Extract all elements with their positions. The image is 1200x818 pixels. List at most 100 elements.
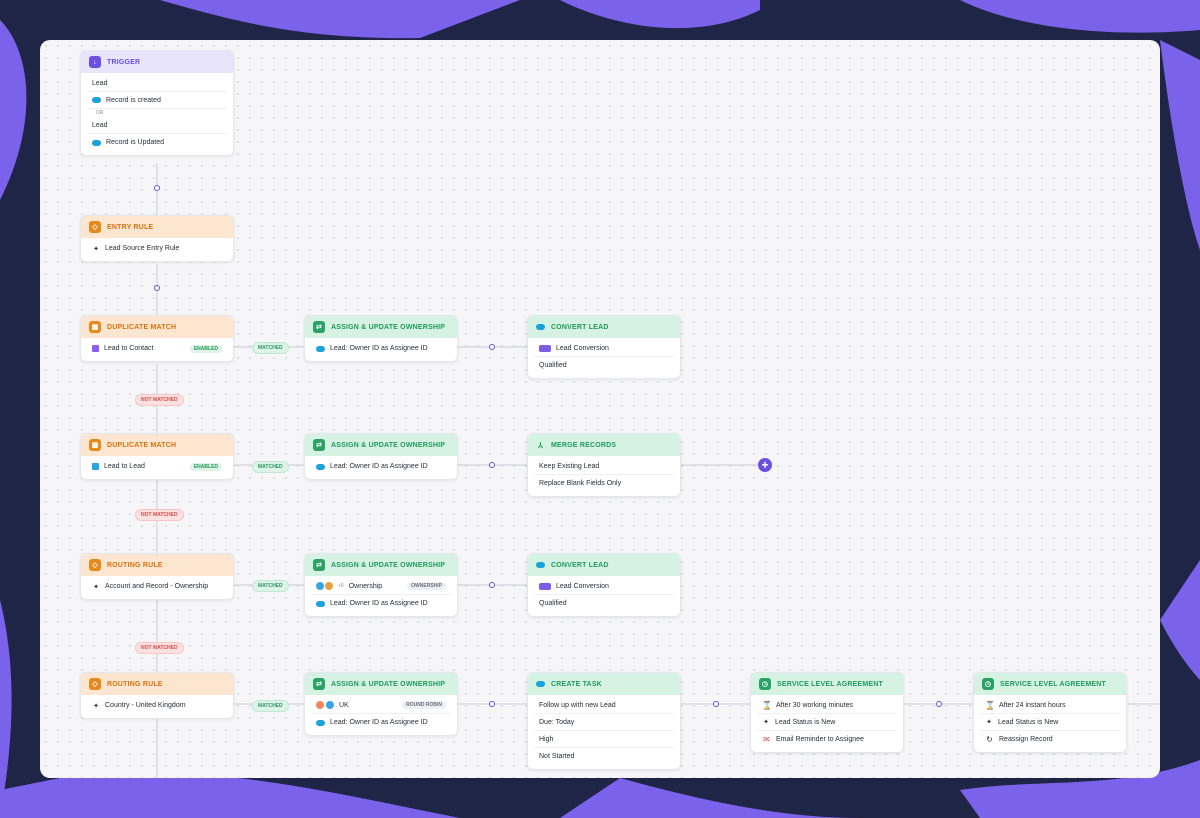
task-status: Not Started [539,753,575,760]
assign-label: Lead: Owner ID as Assignee ID [330,463,428,470]
connector-dot[interactable] [489,344,495,350]
assign-ownership-card[interactable]: ⇄ASSIGN & UPDATE OWNERSHIP +6 Ownership … [304,553,458,617]
sla-card[interactable]: ◷SERVICE LEVEL AGREEMENT ⌛After 30 worki… [750,672,904,753]
trigger-event[interactable]: Record is Updated [87,134,227,151]
connector-dot[interactable] [936,701,942,707]
create-task-card[interactable]: CREATE TASK Follow up with new Lead Due:… [527,672,681,770]
salesforce-cloud-icon [316,719,325,726]
entry-rule-card[interactable]: ◇ENTRY RULE ✦Lead Source Entry Rule [80,215,234,262]
task-row[interactable]: Follow up with new Lead [534,697,674,714]
assign-ownership-card[interactable]: ⇄ASSIGN & UPDATE OWNERSHIP UK ROUND ROBI… [304,672,458,736]
task-row[interactable]: Not Started [534,748,674,765]
assignee-group-row[interactable]: +6 Ownership OWNERSHIP [311,578,451,595]
sla-row[interactable]: ⌛After 30 working minutes [757,697,897,714]
avatar [316,582,324,590]
assign-label: Lead: Owner ID as Assignee ID [330,345,428,352]
match-label: Lead to Lead [104,463,145,470]
add-step-button[interactable]: + [758,458,772,472]
match-row[interactable]: Lead to Lead ENABLED [87,458,227,475]
sla-row[interactable]: ✦ Lead Status is New [757,714,897,731]
assign-row[interactable]: Lead: Owner ID as Assignee ID [311,458,451,475]
rule-row[interactable]: ✦Account and Record - Ownership [87,578,227,595]
matched-label: MATCHED [252,342,289,354]
connector-dot[interactable] [489,582,495,588]
merge-option-label: Keep Existing Lead [539,462,600,470]
conversion-row[interactable]: Lead Conversion [534,578,674,595]
rule-row[interactable]: ✦Lead Source Entry Rule [87,240,227,257]
card-title: ASSIGN & UPDATE OWNERSHIP [331,561,446,569]
group-label: UK [339,701,349,709]
rule-label: Country - United Kingdom [105,702,186,709]
sla-action: Reassign Record [999,736,1053,743]
status-badge: ENABLED [189,344,222,353]
card-title: SERVICE LEVEL AGREEMENT [777,680,883,688]
assignee-group-row[interactable]: UK ROUND ROBIN [311,697,451,714]
sla-condition: Lead Status is New [775,718,836,726]
sla-row[interactable]: ⌛After 24 instant hours [980,697,1120,714]
merge-option-label: Replace Blank Fields Only [539,480,622,487]
sla-row[interactable]: ✉Email Reminder to Assignee [757,731,897,748]
assign-row[interactable]: Lead: Owner ID as Assignee ID [311,714,451,731]
trigger-icon: ↓ [89,56,101,68]
mode-badge: OWNERSHIP [407,582,446,590]
sla-row[interactable]: ↻Reassign Record [980,731,1120,748]
conversion-label: Lead Conversion [556,344,609,352]
mode-badge: ROUND ROBIN [402,701,446,709]
assign-ownership-card[interactable]: ⇄ASSIGN & UPDATE OWNERSHIP Lead: Owner I… [304,315,458,362]
merge-option-row[interactable]: Keep Existing Lead [534,458,674,475]
assign-ownership-card[interactable]: ⇄ASSIGN & UPDATE OWNERSHIP Lead: Owner I… [304,433,458,480]
salesforce-cloud-icon [536,324,545,330]
card-title: DUPLICATE MATCH [107,323,177,331]
sla-row[interactable]: ✦Lead Status is New [980,714,1120,731]
avatar [326,701,334,709]
routing-rule-card[interactable]: ◇ROUTING RULE ✦Account and Record - Owne… [80,553,234,600]
workflow-canvas[interactable]: + MATCHED MATCHED MATCHED MATCHED NOT MA… [40,40,1160,778]
not-matched-label: NOT MATCHED [135,642,184,654]
task-priority: High [539,735,554,743]
card-title: CREATE TASK [551,680,602,688]
connector-dot[interactable] [154,285,160,291]
task-due: Due: Today [539,718,575,726]
convert-lead-card[interactable]: CONVERT LEAD Lead Conversion Qualified [527,315,681,379]
sla-condition: Lead Status is New [998,718,1059,726]
card-title: CONVERT LEAD [551,561,609,569]
sla-card[interactable]: ◷SERVICE LEVEL AGREEMENT ⌛After 24 insta… [973,672,1127,753]
card-title: CONVERT LEAD [551,323,609,331]
or-label: OR [96,110,104,116]
task-row[interactable]: Due: Today [534,714,674,731]
task-row[interactable]: High [534,731,674,748]
matched-label: MATCHED [252,461,289,473]
sla-action: Email Reminder to Assignee [776,736,864,743]
sla-wait: After 24 instant hours [999,701,1066,709]
connector-dot[interactable] [489,701,495,707]
object-label: Lead [92,79,108,87]
trigger-card[interactable]: ↓TRIGGER Lead Record is created OR Lead … [80,50,234,156]
connector-dot[interactable] [713,701,719,707]
routing-rule-card[interactable]: ◇ROUTING RULE ✦Country - United Kingdom [80,672,234,719]
status-label: Qualified [539,362,567,369]
salesforce-cloud-icon [536,681,545,687]
merge-option-row[interactable]: Replace Blank Fields Only [534,475,674,492]
status-row[interactable]: Qualified [534,595,674,612]
status-row[interactable]: Qualified [534,357,674,374]
convert-lead-card[interactable]: CONVERT LEAD Lead Conversion Qualified [527,553,681,617]
merge-records-card[interactable]: ⅄MERGE RECORDS Keep Existing Lead Replac… [527,433,681,497]
rule-row[interactable]: ✦ Country - United Kingdom [87,697,227,714]
assign-row[interactable]: Lead: Owner ID as Assignee ID [311,340,451,357]
status-badge: ENABLED [189,462,222,471]
merge-icon: ⅄ [537,440,544,450]
card-title: TRIGGER [107,58,141,66]
sla-wait: After 30 working minutes [776,701,854,709]
assign-row[interactable]: Lead: Owner ID as Assignee ID [311,595,451,612]
avatar [325,582,333,590]
connector-dot[interactable] [489,462,495,468]
connector-dot[interactable] [154,185,160,191]
salesforce-cloud-icon [316,345,325,352]
conversion-row[interactable]: Lead Conversion [534,340,674,357]
sparkle-icon: ✦ [93,702,99,710]
trigger-event[interactable]: Record is created [87,92,227,109]
sparkle-icon: ✦ [763,719,769,726]
